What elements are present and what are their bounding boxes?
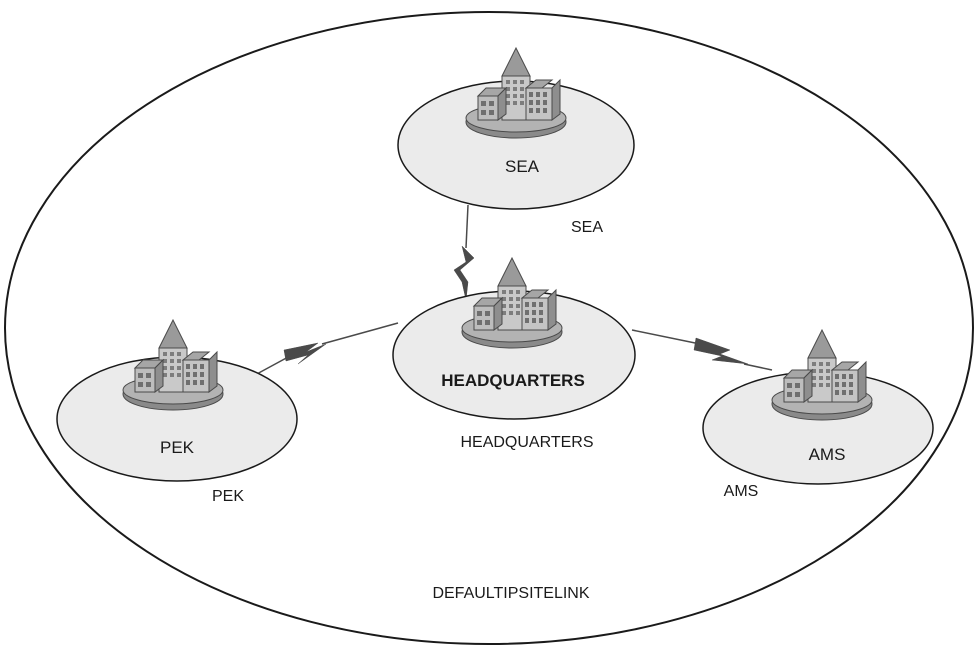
site-pek[interactable]: PEK: [56, 319, 298, 482]
link-sea-hq: [453, 204, 475, 301]
site-pek-inner-label: PEK: [160, 438, 195, 457]
link-hq-ams: [631, 329, 773, 371]
site-ams-inner-label: AMS: [809, 445, 846, 464]
site-sea[interactable]: SEA: [397, 47, 635, 210]
site-sea-outer-label: SEA: [571, 219, 603, 236]
site-pek-outer-label: PEK: [212, 488, 244, 505]
building-icon: [465, 47, 567, 139]
building-icon: [122, 319, 224, 411]
site-headquarters-outer-label: HEADQUARTERS: [460, 434, 593, 451]
link-pek-hq: [254, 322, 399, 376]
building-icon: [771, 329, 873, 421]
site-link-label: DEFAULTIPSITELINK: [432, 585, 589, 602]
site-headquarters-inner-label: HEADQUARTERS: [441, 371, 585, 390]
site-sea-inner-label: SEA: [505, 157, 540, 176]
building-icon: [461, 257, 563, 349]
site-ams-outer-label: AMS: [724, 483, 759, 500]
site-link-boundary: [4, 11, 974, 645]
site-headquarters[interactable]: HEADQUARTERS: [392, 257, 636, 420]
site-ams[interactable]: AMS: [702, 329, 934, 485]
